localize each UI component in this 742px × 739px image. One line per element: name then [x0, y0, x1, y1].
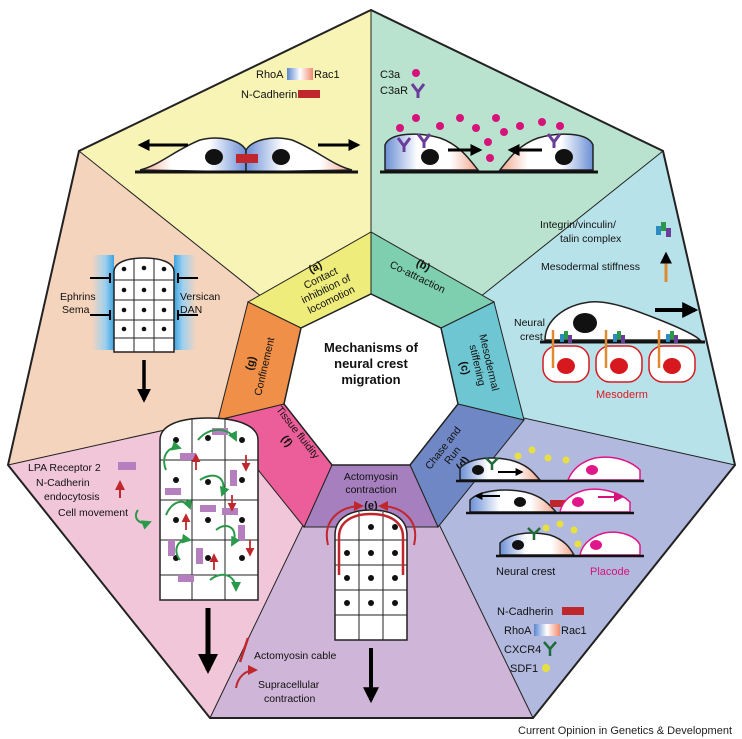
neural-crest-label-c-line1: Neural	[514, 317, 545, 329]
ncadherin-swatch-a	[298, 90, 320, 98]
mesoderm-label: Mesoderm	[596, 389, 648, 401]
nucleus-right-b	[555, 149, 573, 165]
rhoa-label-a: RhoA	[256, 69, 284, 81]
sdf1-label: SDF1	[510, 663, 538, 675]
neural-crest-label-c-line2: crest	[520, 331, 543, 343]
integrin-label-line2: talin complex	[560, 233, 622, 245]
panel-b: C3a C3aR	[380, 69, 598, 174]
cell-right-a	[245, 137, 353, 173]
mechanism-e-line1: Actomyosin	[344, 471, 398, 483]
mechanism-g-letter: (g)	[244, 355, 259, 372]
mesoderm-nuclei	[557, 358, 681, 374]
nc-nucleus-d1	[472, 465, 484, 475]
lpa-arrows-f	[181, 453, 255, 570]
versican-label: Versican	[180, 291, 220, 303]
mechanism-label-e: Actomyosin contraction (e)	[344, 471, 398, 512]
ncadherin-label-d: N-Cadherin	[497, 606, 553, 618]
endocytosis-label-line1: N-Cadherin	[36, 477, 90, 489]
c3a-molecules	[396, 114, 564, 162]
mechanism-e-letter: (e)	[364, 500, 378, 512]
nucleus-left-b	[421, 149, 439, 165]
panel-g: Ephrins Sema Versican DAN	[60, 255, 220, 403]
c3ar-label: C3aR	[380, 85, 408, 97]
placode-cell-d1	[566, 456, 641, 481]
integrin-label-line1: Integrin/vinculin/	[540, 219, 616, 231]
neural-crest-label-d: Neural crest	[496, 566, 555, 578]
cxcr4-label: CXCR4	[504, 644, 541, 656]
stiffness-arrows-c	[551, 330, 661, 368]
ncadherin-swatch-d	[562, 607, 584, 615]
integrin-complex-legend	[656, 222, 671, 237]
center-heptagon	[283, 293, 459, 466]
placode-nucleus-d2	[572, 497, 584, 507]
cell-left-a	[139, 137, 247, 173]
credit-text: Current Opinion in Genetics & Developmen…	[518, 725, 732, 737]
cable-legend-icon	[238, 637, 250, 663]
nuclei-f	[173, 435, 245, 561]
center-title-line3: migration	[341, 372, 400, 387]
actomyosin-cable-e	[337, 512, 405, 575]
panel-c: Integrin/vinculin/ talin complex Mesoder…	[514, 219, 705, 401]
supracellular-label-line1: Supracellular	[258, 679, 320, 691]
supracellular-legend-icon	[235, 665, 258, 689]
nucleus-c	[573, 313, 597, 333]
mechanism-c-letter: (c)	[457, 360, 472, 376]
inhibition-bars-g	[90, 273, 198, 320]
rac1-label-a: Rac1	[314, 69, 340, 81]
panel-a: RhoA Rac1 N-Cadherin	[135, 68, 361, 174]
ncadherin-label-a: N-Cadherin	[241, 89, 297, 101]
ncadherin-junction-a	[236, 154, 258, 163]
stiffness-label: Mesodermal stiffness	[541, 261, 640, 273]
mechanism-a-letter: (a)	[307, 259, 325, 276]
center-title-line2: neural crest	[334, 356, 408, 371]
ephrins-label: Ephrins	[60, 291, 96, 303]
c3ar-receptors	[396, 133, 562, 152]
panel-e: Actomyosin cable Supracellular contracti…	[235, 501, 417, 705]
cell-movement-legend-arrow	[134, 509, 152, 530]
lpa-receptor-label: LPA Receptor 2	[28, 462, 101, 474]
contraction-arrow-left-e	[325, 501, 364, 546]
movement-arrows-f	[163, 428, 241, 592]
cell-grid-g	[114, 258, 174, 352]
c3a-legend-dot	[412, 69, 420, 77]
rhoa-rac1-gradient-a	[287, 68, 313, 80]
cxcr4-receptors-d	[485, 457, 541, 540]
supracellular-label-line2: contraction	[264, 693, 316, 705]
nucleus-right-a	[272, 149, 290, 165]
placode-label-d: Placode	[590, 566, 630, 578]
mechanism-b-letter: (b)	[414, 257, 432, 274]
rac1-label-d: Rac1	[561, 625, 587, 637]
nc-nucleus-d2	[514, 497, 526, 507]
center-title-line1: Mechanisms of	[324, 340, 419, 355]
panel-f: LPA Receptor 2 N-Cadherin endocytosis Ce…	[28, 417, 259, 674]
dan-label: DAN	[180, 304, 202, 316]
cell-movement-label: Cell movement	[58, 507, 128, 519]
placode-nucleus-d3	[590, 540, 602, 550]
nucleus-left-a	[205, 149, 223, 165]
sema-label: Sema	[62, 304, 90, 316]
cell-grid-e	[335, 512, 407, 640]
cxcr4-legend-icon	[543, 641, 557, 656]
tissue-g	[113, 257, 175, 353]
cable-label: Actomyosin cable	[254, 650, 336, 662]
panel-d: Neural crest Placode N-Cadherin RhoA Rac…	[456, 446, 644, 675]
rhoa-label-d: RhoA	[504, 625, 532, 637]
contraction-arrow-right-e	[378, 501, 417, 546]
nuclei-g	[121, 265, 167, 332]
ncadherin-contact-d	[550, 500, 568, 507]
integrin-complexes-c	[560, 331, 678, 343]
sdf1-molecules-d	[514, 446, 582, 548]
nuclei-e	[344, 524, 398, 606]
placode-nucleus-d1	[586, 465, 598, 475]
c3a-label: C3a	[380, 69, 401, 81]
mechanism-e-line2: contraction	[345, 484, 397, 496]
endocytosis-label-line2: endocytosis	[44, 491, 99, 503]
rhoa-rac1-gradient-d	[534, 624, 560, 636]
lpa-legend-swatch	[118, 462, 136, 470]
sdf1-legend-dot	[542, 664, 550, 672]
c3ar-legend-icon	[410, 83, 426, 98]
outer-heptagon-border	[6, 8, 737, 719]
nc-nucleus-d3	[512, 540, 524, 550]
